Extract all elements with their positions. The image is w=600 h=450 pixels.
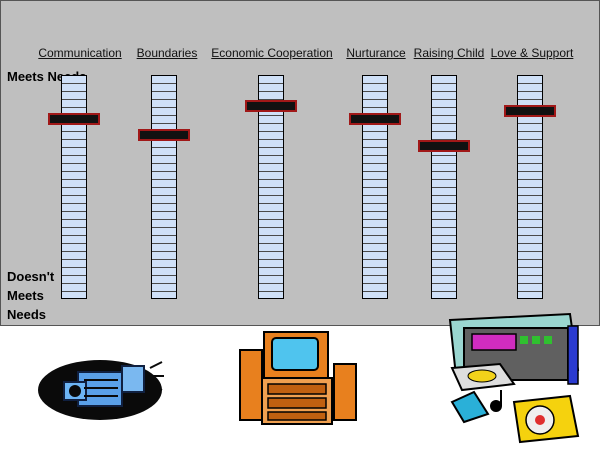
stereo-music-icon <box>448 312 580 444</box>
slider-label: Nurturance <box>346 46 406 60</box>
slider-handle[interactable] <box>418 140 470 153</box>
slider-label: Boundaries <box>136 46 198 60</box>
slider-label: Love & Support <box>490 46 574 60</box>
slider-panel: Meets Needs Doesn't Meets Needs Communic… <box>0 0 600 326</box>
slider-handle[interactable] <box>48 113 100 126</box>
slider-track[interactable] <box>362 75 388 299</box>
slider-label: Economic Cooperation <box>211 46 333 60</box>
camcorder-icon <box>38 360 164 420</box>
slider-handle[interactable] <box>504 104 556 117</box>
slider-label: Communication <box>38 46 122 60</box>
television-stereo-icon <box>239 331 357 425</box>
slider-track[interactable] <box>431 75 457 299</box>
slider-label: Raising Child <box>413 46 485 60</box>
slider-handle[interactable] <box>138 128 190 141</box>
slider-handle[interactable] <box>349 113 401 126</box>
slider-track[interactable] <box>61 75 87 299</box>
slider-track[interactable] <box>258 75 284 299</box>
slider-handle[interactable] <box>245 100 297 113</box>
doesnt-meet-needs-label: Doesn't Meets Needs <box>7 269 55 322</box>
slider-track[interactable] <box>151 75 177 299</box>
